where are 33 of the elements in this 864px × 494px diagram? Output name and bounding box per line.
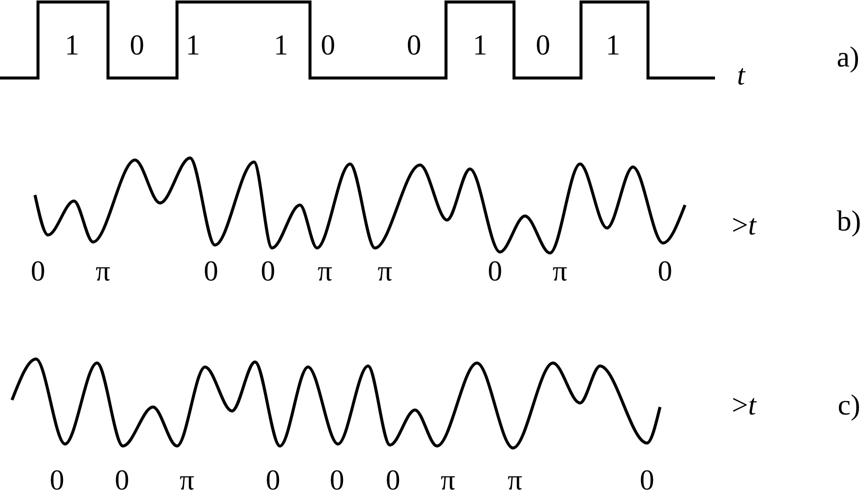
phase-label: π (440, 468, 456, 494)
bit-label: 0 (406, 34, 422, 58)
phase-label: 0 (640, 468, 654, 494)
bit-label: 1 (186, 34, 200, 58)
phase-label: 0 (658, 260, 672, 284)
phase-label: 0 (386, 468, 400, 494)
phase-label: π (318, 260, 332, 284)
phase-label: π (378, 260, 392, 284)
axis-label: >t (732, 394, 756, 418)
bit-label: 0 (320, 34, 336, 58)
panel-label: a) (836, 46, 860, 70)
panel-label: c) (838, 394, 860, 418)
phase-label: 0 (114, 468, 130, 494)
bit-label: 0 (130, 34, 144, 58)
phase-label: 0 (50, 468, 64, 494)
bit-label: 1 (606, 34, 620, 58)
phase-label: π (180, 468, 194, 494)
bit-label: 1 (472, 34, 488, 58)
bit-label: 1 (274, 34, 288, 58)
phase-label: π (96, 260, 110, 284)
phase-label: 0 (266, 468, 280, 494)
phase-label: 0 (330, 468, 344, 494)
phase-label: π (508, 468, 522, 494)
phase-label: 0 (488, 260, 502, 284)
axis-label: >t (732, 214, 756, 238)
bit-label: 0 (536, 34, 550, 58)
phase-label: 0 (260, 260, 276, 284)
bit-label: 1 (64, 34, 80, 58)
phase-label: 0 (204, 260, 218, 284)
panel-label: b) (836, 210, 862, 234)
phase-label: π (552, 260, 568, 284)
phase-label: 0 (30, 260, 46, 284)
axis-label: t (736, 64, 746, 88)
